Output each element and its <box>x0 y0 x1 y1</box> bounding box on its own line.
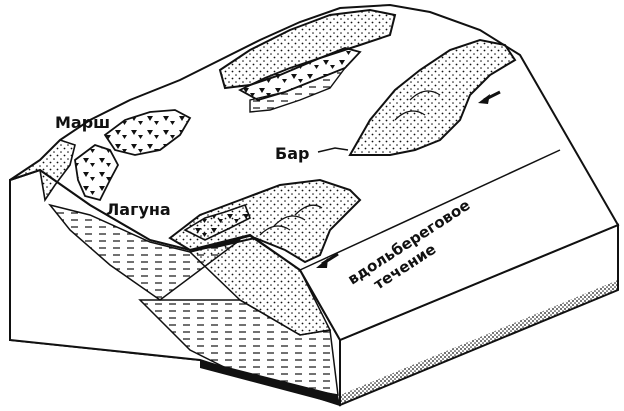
lagoon-label: Лагуна <box>106 200 171 219</box>
marsh-label: Марш <box>55 113 110 132</box>
bar-label: Бар <box>275 144 309 163</box>
